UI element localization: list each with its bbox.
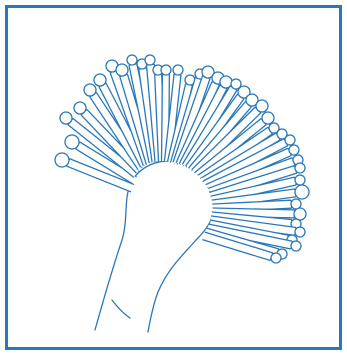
conidium-34 — [294, 208, 306, 220]
conidium-24 — [262, 112, 274, 124]
conidium-9 — [127, 55, 137, 65]
conidium-5 — [84, 84, 96, 96]
conidiophore-icon — [55, 55, 309, 332]
conidium-8 — [116, 64, 128, 76]
conidium-31 — [295, 175, 305, 185]
conidium-3 — [60, 112, 72, 124]
conidium-32 — [295, 185, 309, 199]
conidium-6 — [94, 74, 106, 86]
conidium-36 — [295, 227, 305, 237]
conidium-4 — [74, 102, 86, 114]
conidium-40 — [271, 253, 281, 263]
conidium-1 — [55, 153, 69, 167]
conidium-23 — [256, 100, 268, 112]
conidium-28 — [289, 145, 299, 155]
stipe-fold — [112, 300, 130, 318]
phialides-group — [55, 55, 309, 263]
conidium-13 — [161, 65, 171, 75]
conidium-14 — [173, 65, 183, 75]
conidium-27 — [285, 135, 295, 145]
conidium-30 — [295, 163, 305, 173]
conidium-38 — [291, 241, 301, 251]
conidium-2 — [65, 135, 79, 149]
conidium-11 — [145, 55, 155, 65]
stipe-and-vesicle-outline — [95, 161, 214, 332]
